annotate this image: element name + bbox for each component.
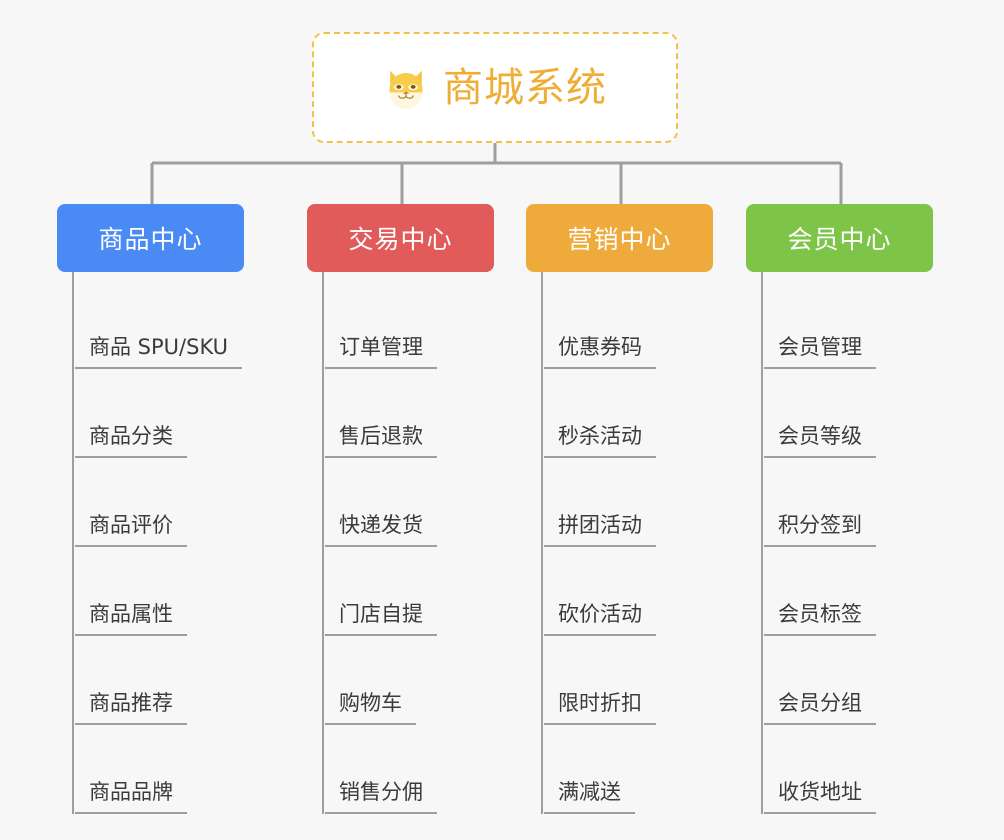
root-node[interactable]: 商城系统 xyxy=(312,32,678,143)
leaf-item[interactable]: 收货地址 xyxy=(746,725,933,814)
category-header-3[interactable]: 营销中心 xyxy=(526,204,713,272)
leaf-item[interactable]: 会员管理 xyxy=(746,280,933,369)
leaf-list: 商品 SPU/SKU 商品分类商品评价商品属性商品推荐商品品牌 xyxy=(57,272,244,814)
leaf-item-label: 拼团活动 xyxy=(544,509,656,547)
leaf-item[interactable]: 商品 SPU/SKU xyxy=(57,280,244,369)
category-column: 商品中心商品 SPU/SKU 商品分类商品评价商品属性商品推荐商品品牌 xyxy=(57,204,244,814)
leaf-item-label: 会员分组 xyxy=(764,687,876,725)
column-spine xyxy=(72,272,74,814)
leaf-item[interactable]: 商品分类 xyxy=(57,369,244,458)
leaf-item[interactable]: 限时折扣 xyxy=(526,636,713,725)
leaf-item[interactable]: 会员标签 xyxy=(746,547,933,636)
leaf-item[interactable]: 商品品牌 xyxy=(57,725,244,814)
leaf-item-label: 购物车 xyxy=(325,687,416,725)
leaf-item-label: 商品评价 xyxy=(75,509,187,547)
leaf-item-label: 门店自提 xyxy=(325,598,437,636)
category-header-4[interactable]: 会员中心 xyxy=(746,204,933,272)
category-header-label: 会员中心 xyxy=(787,225,892,254)
column-spine xyxy=(761,272,763,814)
leaf-item-label: 秒杀活动 xyxy=(544,420,656,458)
leaf-item-label: 商品 SPU/SKU xyxy=(75,331,243,369)
category-column: 会员中心会员管理会员等级积分签到会员标签会员分组收货地址 xyxy=(746,204,933,814)
leaf-item-label: 会员标签 xyxy=(764,598,876,636)
leaf-item[interactable]: 售后退款 xyxy=(307,369,494,458)
leaf-item-label: 商品属性 xyxy=(75,598,187,636)
category-column: 交易中心订单管理售后退款快递发货门店自提购物车销售分佣 xyxy=(307,204,494,814)
leaf-item-label: 满减送 xyxy=(544,776,635,814)
leaf-item[interactable]: 商品评价 xyxy=(57,458,244,547)
leaf-list: 优惠券码秒杀活动拼团活动砍价活动限时折扣满减送 xyxy=(526,272,713,814)
leaf-item[interactable]: 积分签到 xyxy=(746,458,933,547)
leaf-item-label: 销售分佣 xyxy=(325,776,437,814)
leaf-item[interactable]: 满减送 xyxy=(526,725,713,814)
leaf-item[interactable]: 门店自提 xyxy=(307,547,494,636)
leaf-list: 订单管理售后退款快递发货门店自提购物车销售分佣 xyxy=(307,272,494,814)
leaf-item[interactable]: 拼团活动 xyxy=(526,458,713,547)
leaf-item[interactable]: 商品推荐 xyxy=(57,636,244,725)
leaf-item-label: 售后退款 xyxy=(325,420,437,458)
leaf-item[interactable]: 商品属性 xyxy=(57,547,244,636)
leaf-item-label: 收货地址 xyxy=(764,776,876,814)
leaf-item-label: 会员管理 xyxy=(764,331,876,369)
leaf-list: 会员管理会员等级积分签到会员标签会员分组收货地址 xyxy=(746,272,933,814)
leaf-item-label: 商品推荐 xyxy=(75,687,187,725)
leaf-item-label: 订单管理 xyxy=(325,331,437,369)
leaf-item-label: 砍价活动 xyxy=(544,598,656,636)
leaf-item[interactable]: 优惠券码 xyxy=(526,280,713,369)
leaf-item-label: 商品品牌 xyxy=(75,776,187,814)
column-spine xyxy=(322,272,324,814)
leaf-item[interactable]: 销售分佣 xyxy=(307,725,494,814)
leaf-item-label: 会员等级 xyxy=(764,420,876,458)
category-column: 营销中心优惠券码秒杀活动拼团活动砍价活动限时折扣满减送 xyxy=(526,204,713,814)
root-title: 商城系统 xyxy=(443,64,607,111)
dog-face-icon xyxy=(389,70,423,109)
category-header-2[interactable]: 交易中心 xyxy=(307,204,494,272)
leaf-item-label: 快递发货 xyxy=(325,509,437,547)
leaf-item[interactable]: 秒杀活动 xyxy=(526,369,713,458)
category-header-1[interactable]: 商品中心 xyxy=(57,204,244,272)
leaf-item-label: 商品分类 xyxy=(75,420,187,458)
leaf-item[interactable]: 砍价活动 xyxy=(526,547,713,636)
category-header-label: 商品中心 xyxy=(98,225,203,254)
leaf-item[interactable]: 订单管理 xyxy=(307,280,494,369)
leaf-item[interactable]: 会员等级 xyxy=(746,369,933,458)
category-header-label: 交易中心 xyxy=(348,225,453,254)
column-spine xyxy=(541,272,543,814)
leaf-item[interactable]: 购物车 xyxy=(307,636,494,725)
leaf-item-label: 优惠券码 xyxy=(544,331,656,369)
leaf-item-label: 限时折扣 xyxy=(544,687,656,725)
category-header-label: 营销中心 xyxy=(567,225,672,254)
leaf-item-label: 积分签到 xyxy=(764,509,876,547)
leaf-item[interactable]: 快递发货 xyxy=(307,458,494,547)
leaf-item[interactable]: 会员分组 xyxy=(746,636,933,725)
